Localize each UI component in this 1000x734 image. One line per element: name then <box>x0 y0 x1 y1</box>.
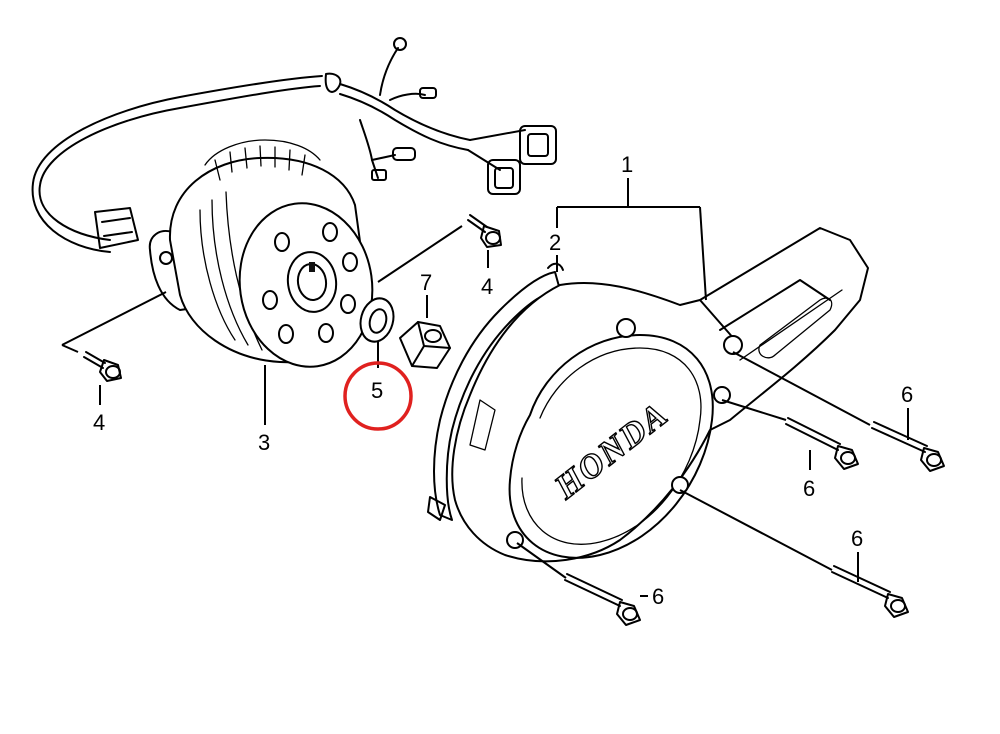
bolt-6-b <box>785 417 859 470</box>
bolt-6-c <box>831 565 909 618</box>
wiring-harness <box>31 37 557 253</box>
callout-4-left: 4 <box>93 410 105 435</box>
callout-7: 7 <box>420 270 432 295</box>
bolt-4-upper <box>467 214 502 248</box>
callout-3: 3 <box>258 430 270 455</box>
callout-numbers: 1 2 3 4 4 5 7 6 6 6 6 <box>93 152 913 609</box>
callout-6-bottom: 6 <box>652 584 664 609</box>
washer-5 <box>359 297 395 343</box>
leader-lines <box>61 178 909 597</box>
flywheel-stator <box>148 139 374 368</box>
bolt-6-d <box>564 573 641 626</box>
nut-7 <box>399 321 451 369</box>
crankcase-cover: HONDA <box>427 227 869 563</box>
callout-6-middle: 6 <box>803 476 815 501</box>
bolt-4-flywheel <box>83 351 122 382</box>
bolt-6-a <box>871 421 945 472</box>
callout-5: 5 <box>371 378 383 403</box>
callout-6-lower-right: 6 <box>851 526 863 551</box>
callout-1: 1 <box>621 152 633 177</box>
callout-2: 2 <box>549 230 561 255</box>
callout-6-upper-right: 6 <box>901 382 913 407</box>
callout-4-upper: 4 <box>481 274 493 299</box>
highlight-circle <box>343 361 413 431</box>
